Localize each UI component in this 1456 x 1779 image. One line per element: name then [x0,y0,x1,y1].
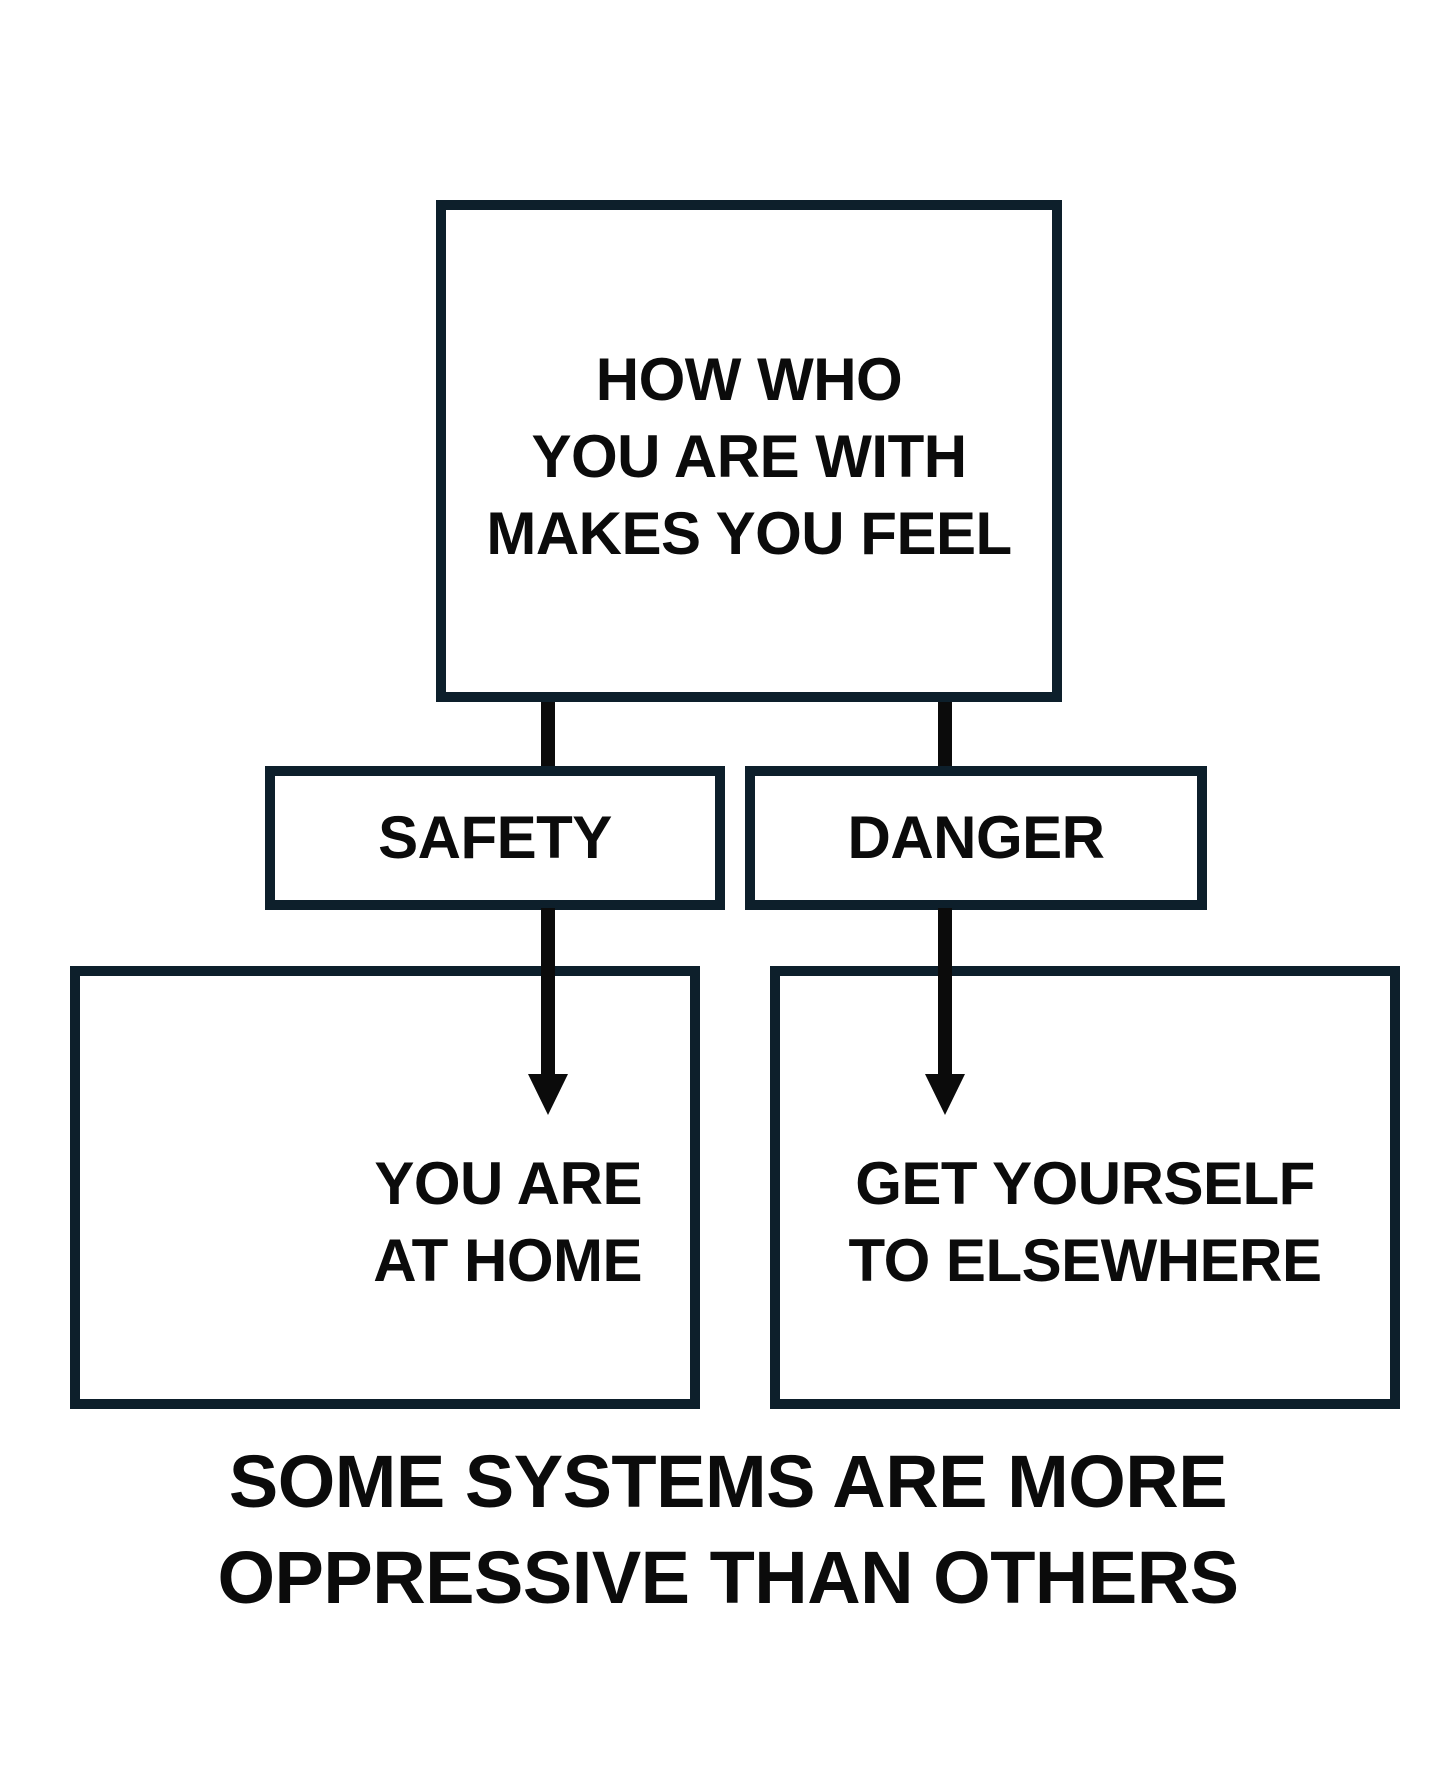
arrowhead-safety [528,1074,568,1115]
arrowhead-danger [925,1074,965,1115]
top-question-box [436,200,1062,702]
home-outcome-box [70,966,700,1409]
safety-label-box [265,766,725,910]
danger-label-box [745,766,1207,910]
arrow-shaft-danger [938,908,952,1080]
connector-top-to-safety [541,700,555,768]
connector-top-to-danger [938,700,952,768]
top-question-text: HOW WHO YOU ARE WITH MAKES YOU FEEL [486,346,1012,567]
danger-label-text: DANGER [847,804,1105,871]
arrow-shaft-safety [541,908,555,1080]
safety-label-text: SAFETY [378,804,612,871]
footer-caption: SOME SYSTEMS ARE MORE OPPRESSIVE THAN OT… [217,1440,1239,1620]
home-outcome-text: YOU ARE AT HOME [373,1150,642,1294]
elsewhere-outcome-box [770,966,1400,1409]
elsewhere-outcome-text: GET YOURSELF TO ELSEWHERE [848,1150,1322,1294]
